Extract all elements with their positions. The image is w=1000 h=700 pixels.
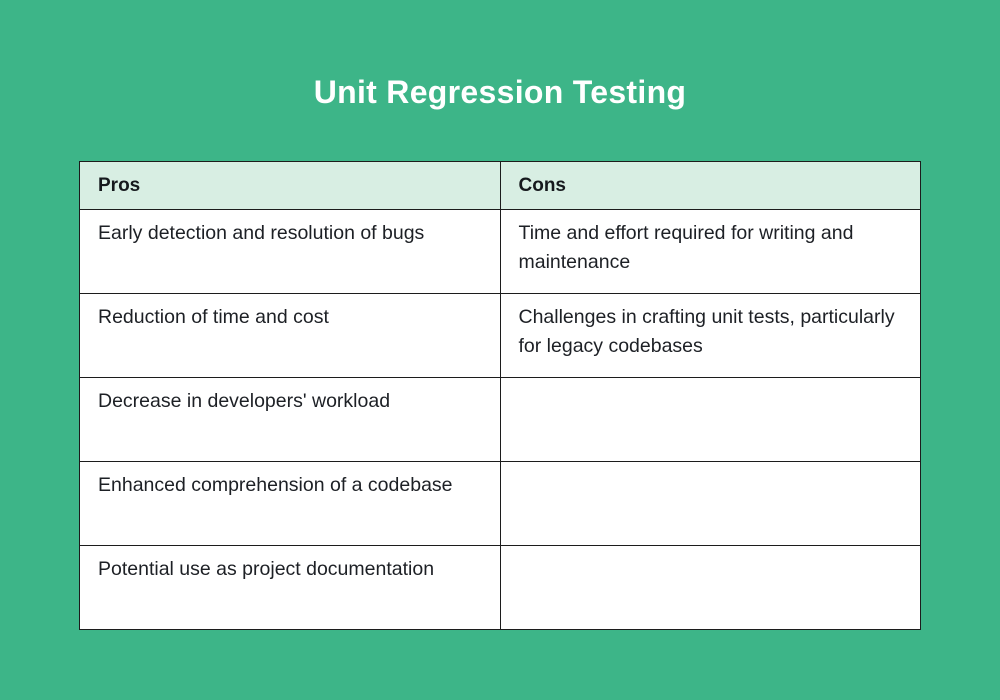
table-cell-pros: Decrease in developers' workload — [79, 377, 501, 462]
table-body: Early detection and resolution of bugs T… — [79, 209, 921, 630]
column-header-pros: Pros — [79, 161, 501, 210]
table-cell-pros: Early detection and resolution of bugs — [79, 209, 501, 294]
table-cell-cons — [499, 545, 921, 630]
table-cell-cons — [499, 377, 921, 462]
pros-cons-table-container: Pros Cons Early detection and resolution… — [79, 161, 921, 630]
column-header-cons: Cons — [499, 161, 921, 210]
table-row: Early detection and resolution of bugs T… — [79, 209, 921, 294]
page-title: Unit Regression Testing — [313, 74, 687, 110]
table-cell-pros: Enhanced comprehension of a codebase — [79, 461, 501, 546]
table-cell-cons: Time and effort required for writing and… — [499, 209, 921, 294]
table-cell-cons: Challenges in crafting unit tests, parti… — [499, 293, 921, 378]
pros-cons-table: Pros Cons Early detection and resolution… — [79, 161, 921, 630]
table-row: Reduction of time and cost Challenges in… — [79, 293, 921, 378]
table-cell-pros: Potential use as project documentation — [79, 545, 501, 630]
table-row: Potential use as project documentation — [79, 545, 921, 630]
table-cell-pros: Reduction of time and cost — [79, 293, 501, 378]
table-cell-cons — [499, 461, 921, 546]
table-header: Pros Cons — [79, 161, 921, 210]
table-row: Enhanced comprehension of a codebase — [79, 461, 921, 546]
header-row: Pros Cons — [79, 161, 921, 210]
table-row: Decrease in developers' workload — [79, 377, 921, 462]
